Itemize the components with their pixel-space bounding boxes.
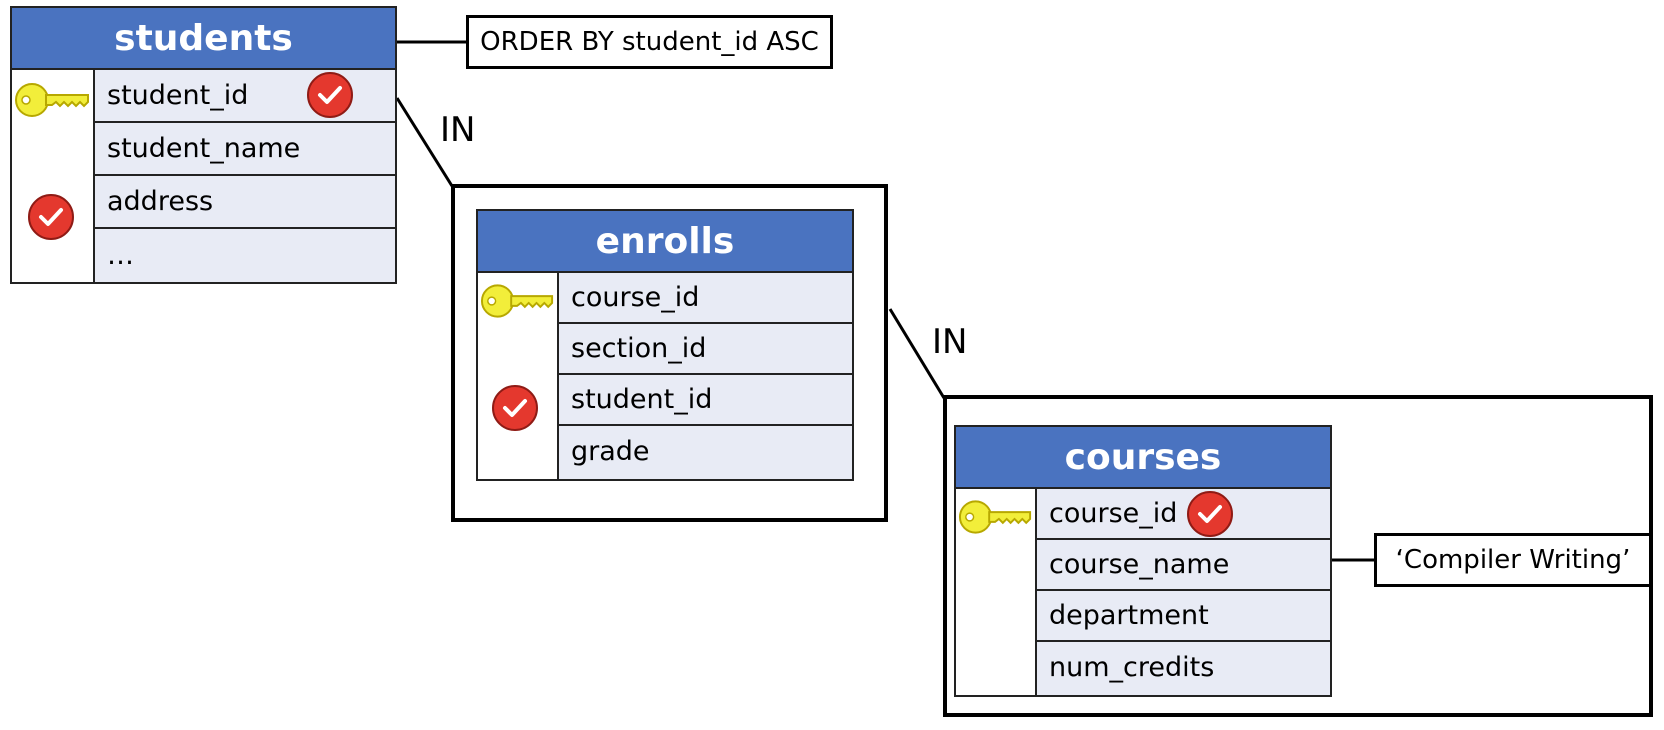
courses-row-label: course_id (1049, 498, 1178, 529)
enrolls-row-label: student_id (571, 384, 713, 415)
check-icon (28, 194, 74, 240)
key-icon (480, 284, 554, 318)
courses-table: courses course_id course_name department (954, 425, 1332, 697)
students-row-more: … (95, 229, 395, 282)
enrolls-row-label: course_id (571, 282, 700, 313)
enrolls-table-title: enrolls (478, 211, 852, 273)
in-connector-1 (395, 97, 454, 187)
in-connector-2 (888, 308, 946, 399)
courses-row-course-id: course_id (1037, 489, 1330, 540)
enrolls-row-course-id: course_id (559, 273, 852, 324)
students-row-label: address (107, 186, 214, 217)
enrolls-row-label: section_id (571, 333, 707, 364)
check-icon (307, 72, 353, 118)
courses-key-column (956, 489, 1037, 695)
students-row-student-id: student_id (95, 70, 395, 123)
students-row-address: address (95, 176, 395, 229)
in-label-1: IN (440, 110, 476, 150)
in-label-2: IN (932, 322, 968, 362)
courses-row-label: department (1049, 600, 1209, 631)
students-table: students student_id student_name (10, 6, 397, 284)
filter-value-label: ‘Compiler Writing’ (1374, 533, 1652, 587)
courses-row-department: department (1037, 591, 1330, 642)
enrolls-row-student-id: student_id (559, 375, 852, 426)
key-icon (958, 500, 1032, 534)
courses-row-num-credits: num_credits (1037, 642, 1330, 693)
courses-row-label: course_name (1049, 549, 1230, 580)
students-row-label: student_name (107, 133, 301, 164)
students-row-label: … (107, 240, 134, 271)
enrolls-table: enrolls course_id section_id student_id (476, 209, 854, 481)
students-row-student-name: student_name (95, 123, 395, 176)
enrolls-subquery-frame (451, 184, 888, 522)
enrolls-row-grade: grade (559, 426, 852, 477)
courses-table-title: courses (956, 427, 1330, 489)
enrolls-row-section-id: section_id (559, 324, 852, 375)
check-icon (492, 385, 538, 431)
students-row-label: student_id (107, 80, 249, 111)
enrolls-row-label: grade (571, 436, 650, 467)
students-table-title: students (12, 8, 395, 70)
students-key-column (12, 70, 95, 282)
key-icon (15, 83, 89, 117)
check-icon (1187, 491, 1233, 537)
enrolls-key-column (478, 273, 559, 479)
order-by-label: ORDER BY student_id ASC (466, 15, 833, 69)
courses-row-course-name: course_name (1037, 540, 1330, 591)
courses-row-label: num_credits (1049, 652, 1215, 683)
